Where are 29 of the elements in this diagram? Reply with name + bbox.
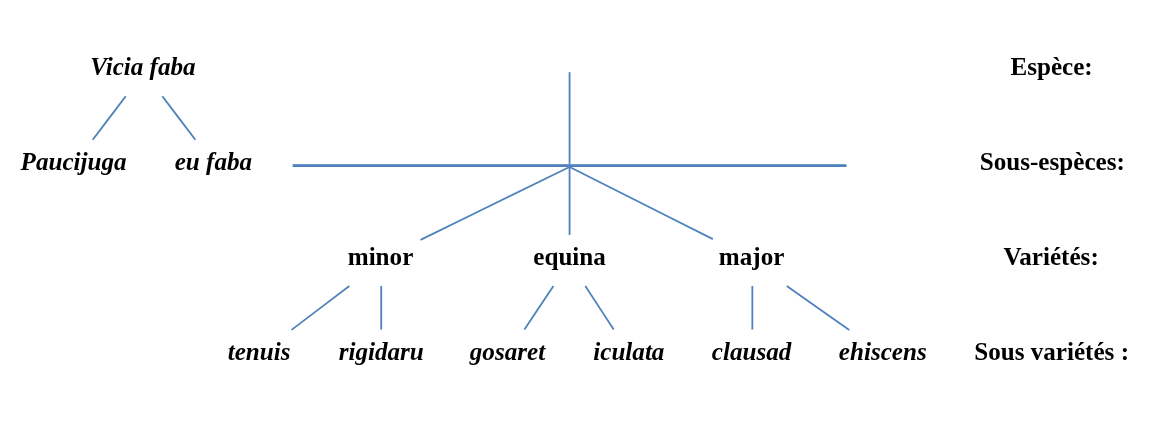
label: Espèce: <box>1010 53 1093 81</box>
node-bar <box>292 164 847 167</box>
connector <box>751 285 754 331</box>
node-text: minor <box>347 243 414 271</box>
node-text: eu faba <box>174 148 253 176</box>
node-text: rigidaru <box>338 338 424 366</box>
node-text: clausad <box>711 338 792 366</box>
connector <box>568 71 571 165</box>
connector <box>290 285 351 331</box>
connector <box>380 285 383 331</box>
node-text: gosaret <box>469 338 546 366</box>
connector <box>785 285 851 331</box>
node-text: ehiscens <box>838 338 927 366</box>
connector <box>419 166 571 241</box>
node-text: tenuis <box>227 338 291 366</box>
connector <box>584 285 615 331</box>
connector <box>91 95 127 141</box>
connector <box>161 95 197 141</box>
connector <box>523 285 555 331</box>
node-text: iculata <box>593 338 665 366</box>
node-text: Paucijuga <box>20 148 127 176</box>
node-text: Vicia faba <box>90 53 196 81</box>
node-text: equina <box>533 243 606 271</box>
label: Sous variétés : <box>974 338 1129 366</box>
connector <box>568 166 714 241</box>
connector <box>568 166 571 236</box>
node-text: major <box>718 243 785 271</box>
label: Variétés: <box>1003 243 1099 271</box>
label: Sous-espèces: <box>979 148 1125 176</box>
